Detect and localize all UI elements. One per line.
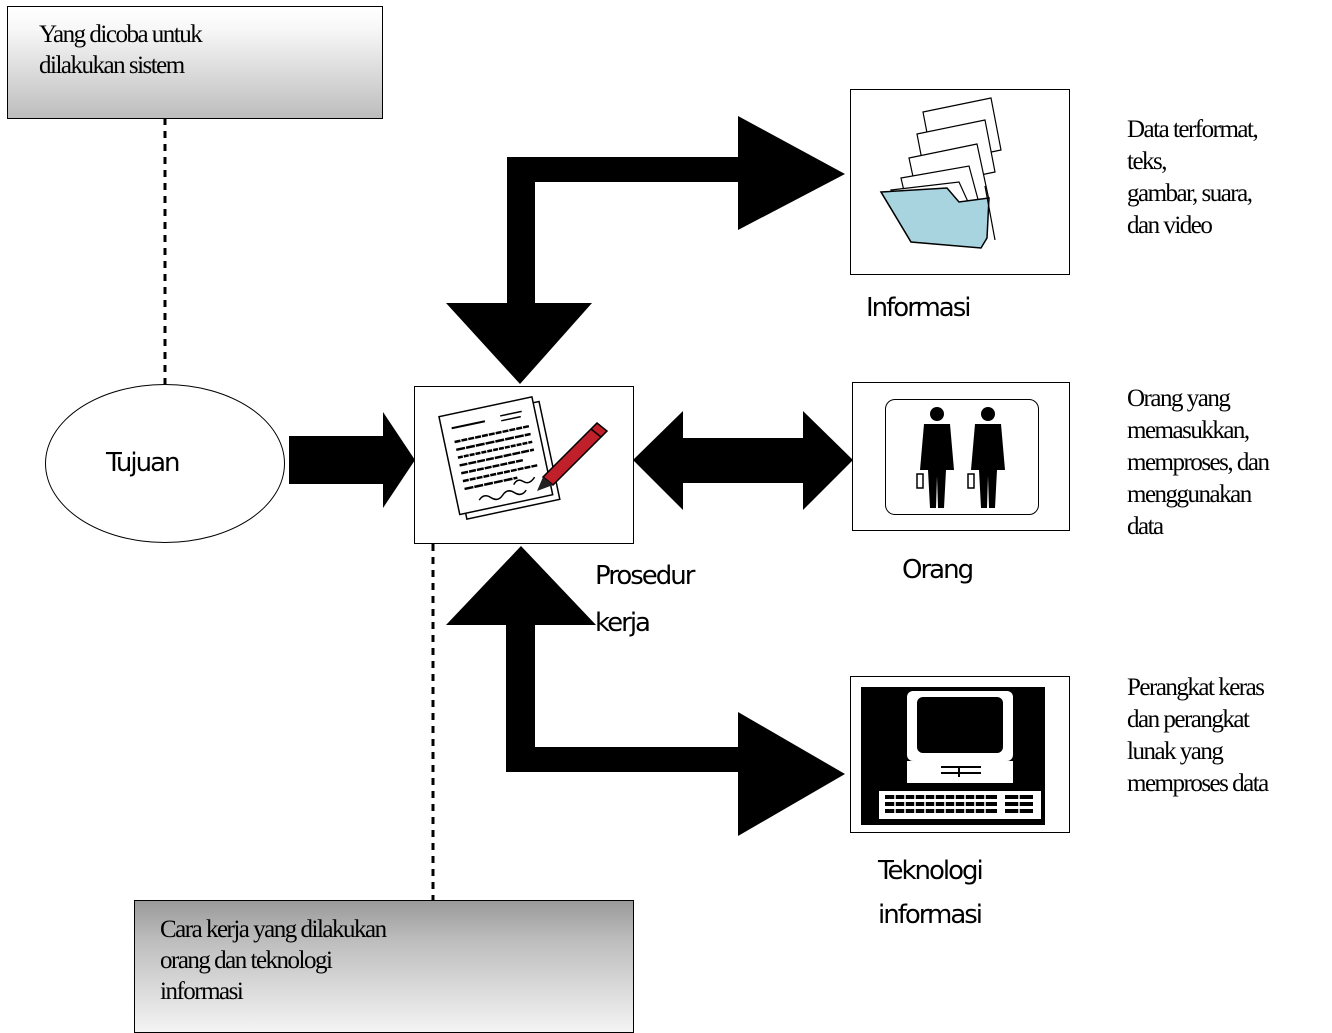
arrow-procedure-people [633,411,853,510]
information-box [850,89,1070,275]
procedure-box [414,386,634,544]
arrow-procedure-technology [446,546,845,836]
goal-label: Tujuan [106,448,181,478]
arrow-goal-to-procedure [289,412,415,508]
technology-label: Teknologi informasi [878,856,984,930]
people-label: Orang [902,555,974,585]
folder-papers-icon [879,97,1002,249]
people-icon [916,407,1005,508]
procedure-label: Prosedur kerja [595,561,695,638]
people-inner-frame [885,399,1039,515]
information-description: Data terformat, teks, gambar, suara, dan… [1127,116,1259,239]
people-description: Orang yang memasukkan, memproses, dan me… [1127,385,1270,540]
document-signature-icon [438,396,609,520]
technology-box [850,676,1070,833]
goal-note-box: Yang dicoba untuk dilakukan sistem [7,6,383,119]
information-label: Informasi [866,293,971,323]
method-note-box: Cara kerja yang dilakukan orang dan tekn… [134,900,634,1033]
method-note-text: Cara kerja yang dilakukan orang dan tekn… [160,916,387,1005]
goal-note-text: Yang dicoba untuk dilakukan sistem [39,21,203,79]
people-box [852,382,1070,531]
technology-description: Perangkat keras dan perangkat lunak yang… [1127,674,1269,797]
goal-oval [45,384,285,543]
computer-icon [861,687,1045,825]
arrow-procedure-information [446,116,845,384]
